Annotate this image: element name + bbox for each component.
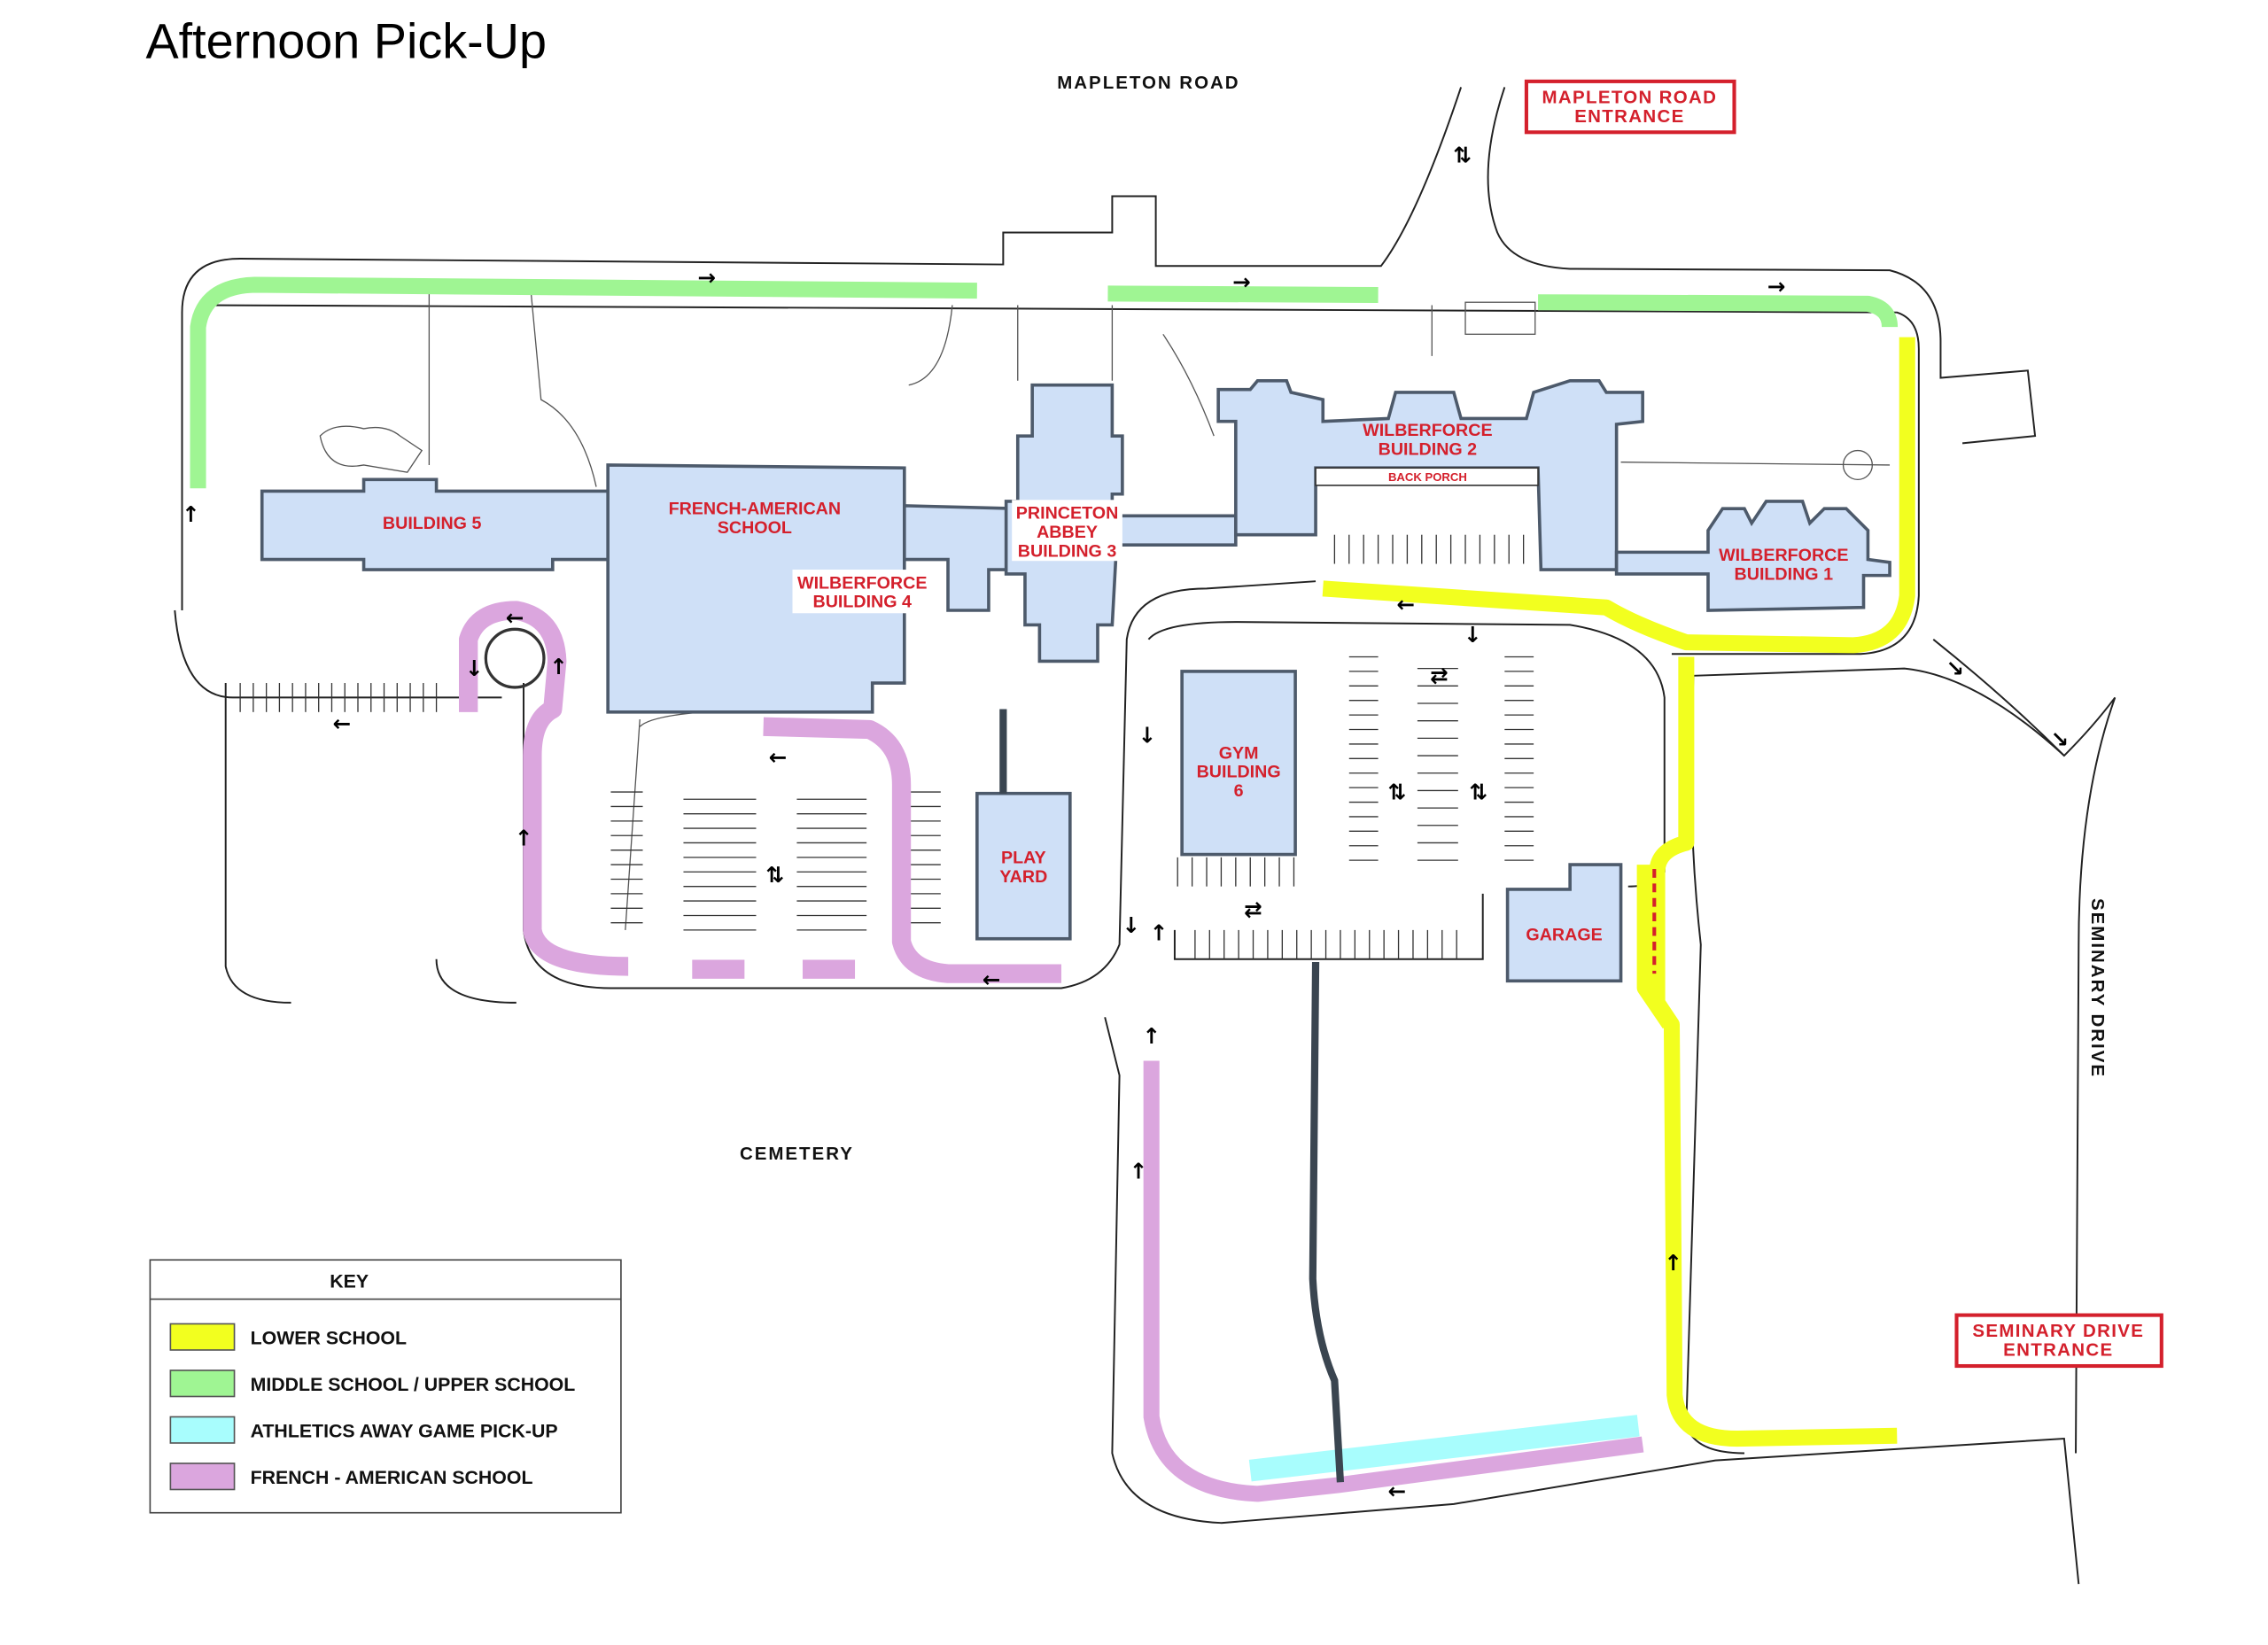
arrow-down-icon: ↓ [1122, 912, 1140, 938]
play-yard-shape [975, 791, 1072, 941]
gym-shape [1180, 670, 1297, 857]
key-swatch [169, 1370, 236, 1398]
route-middle-upper-school [1538, 294, 1899, 328]
route-middle-upper-school [190, 276, 977, 489]
arrow-left-icon: ← [1388, 1478, 1407, 1503]
garage-shape [1505, 863, 1623, 983]
label-back-porch: BACK PORCH [1388, 470, 1467, 484]
route-french-american [763, 717, 1061, 983]
wilberforce-2-shape [1216, 378, 1644, 571]
arrow-up-icon: ↑ [515, 826, 533, 851]
key-label: LOWER SCHOOL [251, 1327, 407, 1348]
arrow-left-right-icon: ⇄ [1244, 896, 1262, 922]
map-key: KEY LOWER SCHOOL MIDDLE SCHOOL / UPPER SC… [149, 1259, 622, 1514]
label-building-5: BUILDING 5 [383, 514, 482, 533]
arrow-right-icon: → [697, 265, 716, 291]
arrow-up-icon: ↑ [182, 501, 200, 527]
roundabout [484, 627, 546, 689]
arrow-two-way-icon: ⇅ [1388, 779, 1407, 804]
arrow-left-icon: ← [983, 966, 1001, 992]
arrow-right-icon: → [1767, 273, 1786, 299]
route-french-american [1143, 1060, 1644, 1502]
arrow-two-way-icon: ⇅ [766, 862, 785, 888]
route-lower-school [1322, 337, 1915, 654]
arrow-left-icon: ← [769, 744, 788, 770]
map-title: Afternoon Pick-Up [145, 14, 547, 69]
key-label: MIDDLE SCHOOL / UPPER SCHOOL [251, 1374, 576, 1395]
arrow-right-icon: → [1232, 268, 1251, 294]
arrow-left-icon: ← [333, 710, 352, 736]
arrow-down-icon: ↓ [1464, 622, 1482, 648]
arrow-two-way-icon: ⇅ [1469, 779, 1487, 804]
arrow-up-icon: ↑ [1130, 1158, 1148, 1183]
arrow-up-icon: ↑ [1150, 919, 1169, 945]
route-french-american [459, 601, 629, 976]
label-garage: GARAGE [1526, 925, 1602, 944]
arrow-left-right-icon: ⇄ [1430, 663, 1449, 688]
back-porch-area [1315, 467, 1539, 486]
arrow-down-right-icon: ↘ [2051, 726, 2070, 752]
arrow-left-icon: ← [1396, 592, 1415, 617]
gym-walkway [1309, 961, 1345, 1483]
route-lower-school [1649, 656, 1898, 1447]
arrow-down-icon: ↓ [465, 656, 484, 681]
french-american-shape [606, 463, 906, 714]
pickup-routes [190, 276, 1915, 1502]
wilberforce-1-shape [1614, 500, 1891, 612]
street-mapleton-road: MAPLETON ROAD [1057, 73, 1239, 93]
key-label: FRENCH - AMERICAN SCHOOL [251, 1467, 533, 1488]
street-seminary-drive: SEMINARY DRIVE [2087, 898, 2108, 1078]
arrow-up-icon: ↑ [1142, 1023, 1161, 1049]
key-swatch [169, 1416, 236, 1444]
route-middle-upper-school [1107, 285, 1379, 304]
arrow-up-icon: ↑ [1664, 1250, 1682, 1276]
key-label: ATHLETICS AWAY GAME PICK-UP [251, 1420, 558, 1441]
arrow-left-icon: ← [506, 604, 524, 630]
key-title: KEY [330, 1270, 369, 1292]
traffic-arrows: → → → ↑ ← ← ↓ ↑ ↑ ← ⇅ ← ← ↓ ⇄ ⇅ ⇅ ↓ ⇄ ↓ … [182, 143, 2069, 1504]
key-swatch [169, 1323, 236, 1351]
route-lower-school [1636, 865, 1675, 1029]
label-cemetery: CEMETERY [740, 1144, 854, 1164]
arrow-up-icon: ↑ [549, 654, 568, 679]
route-athletics-away [1248, 1415, 1640, 1482]
arrow-down-right-icon: ↘ [1946, 656, 1965, 681]
parking-lots [239, 534, 1534, 959]
arrow-down-icon: ↓ [1138, 722, 1156, 748]
arrow-two-way-icon: ⇅ [1453, 143, 1472, 168]
key-swatch [169, 1463, 236, 1491]
